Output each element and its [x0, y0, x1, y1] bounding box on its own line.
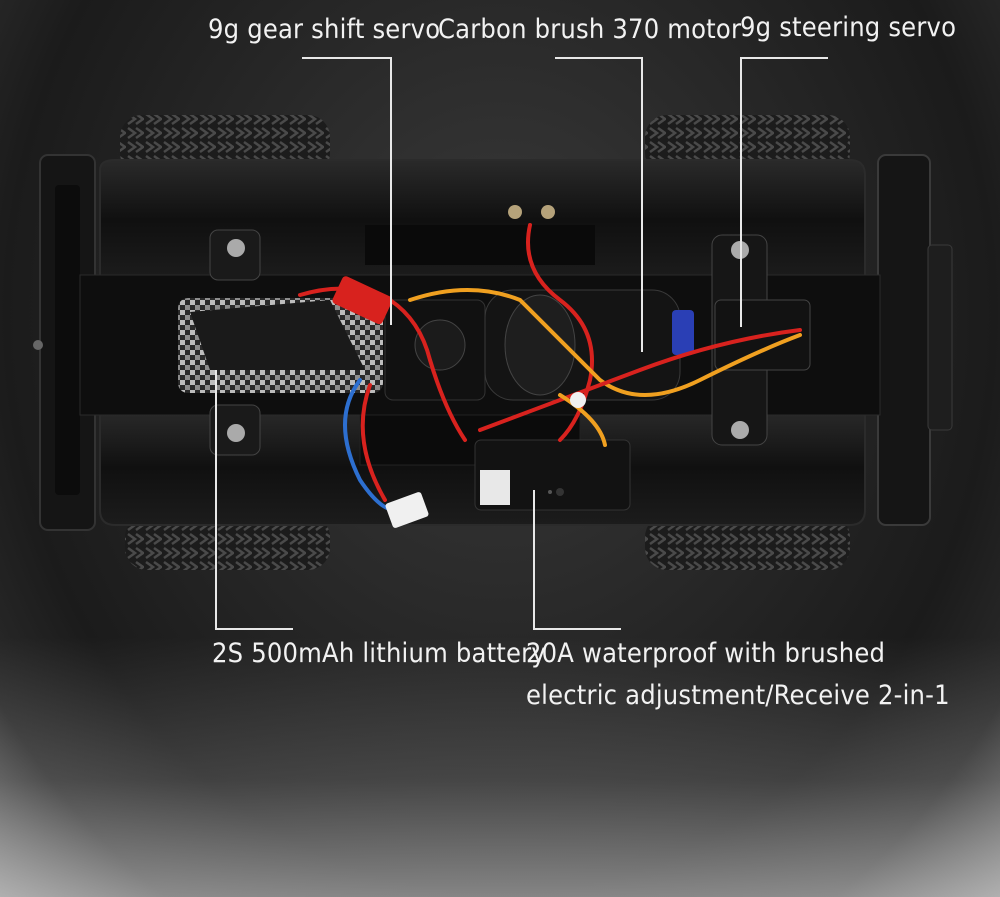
bumper-right: [877, 154, 953, 526]
label-battery: 2S 500mAh lithium battery: [212, 638, 546, 669]
front-axle-mounts: [209, 229, 261, 456]
callout-line-gear-servo-v: [390, 57, 392, 325]
tire-rear-left: [125, 515, 330, 570]
esc-receiver: [474, 439, 631, 511]
wiring: [298, 223, 802, 528]
battery-pack: [178, 298, 383, 393]
label-esc-line2: electric adjustment/Receive 2-in-1: [526, 680, 950, 711]
switch-screws: [508, 205, 555, 219]
callout-line-battery-v: [215, 370, 217, 630]
callout-line-steering-h: [740, 57, 828, 59]
callout-line-esc-v: [533, 490, 535, 630]
callout-line-motor-h: [555, 57, 643, 59]
background-floor: [0, 637, 1000, 897]
label-esc-line1: 20A waterproof with brushed: [526, 638, 886, 669]
callout-line-steering-v: [740, 57, 742, 327]
callout-line-gear-servo-h: [302, 57, 392, 59]
bumper-left: [33, 154, 96, 531]
label-motor: Carbon brush 370 motor: [438, 14, 742, 45]
tire-rear-right: [645, 515, 850, 570]
gearbox: [384, 299, 486, 401]
callout-line-battery-h: [215, 628, 293, 630]
label-steering-servo: 9g steering servo: [740, 12, 957, 43]
callout-line-motor-v: [641, 57, 643, 352]
callout-line-esc-h: [533, 628, 621, 630]
label-gear-shift-servo: 9g gear shift servo: [208, 14, 441, 45]
